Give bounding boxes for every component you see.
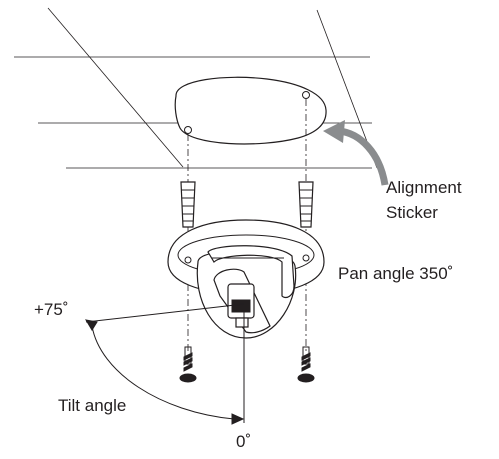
tilt-angle-label: Tilt angle — [58, 396, 126, 415]
wall-anchor-icon — [298, 181, 314, 228]
alignment-sticker-label-line2: Sticker — [386, 203, 438, 222]
alignment-sticker — [174, 76, 327, 145]
sticker-hole-right — [302, 91, 310, 99]
wall-anchor-icon — [180, 181, 196, 228]
alignment-sticker-label-line1: Alignment — [386, 178, 462, 197]
tilt-max-label: +75˚ — [34, 300, 69, 319]
tilt-zero-label: 0˚ — [236, 432, 251, 451]
ceiling-plane — [14, 7, 378, 169]
pan-angle-label: Pan angle 350˚ — [338, 264, 453, 283]
screw-icon — [297, 346, 315, 383]
tilt-indicator — [85, 303, 245, 425]
sticker-hole-left — [184, 126, 192, 134]
curved-arrow-icon — [323, 120, 389, 186]
dome-camera — [167, 219, 325, 339]
screw-icon — [179, 346, 197, 383]
